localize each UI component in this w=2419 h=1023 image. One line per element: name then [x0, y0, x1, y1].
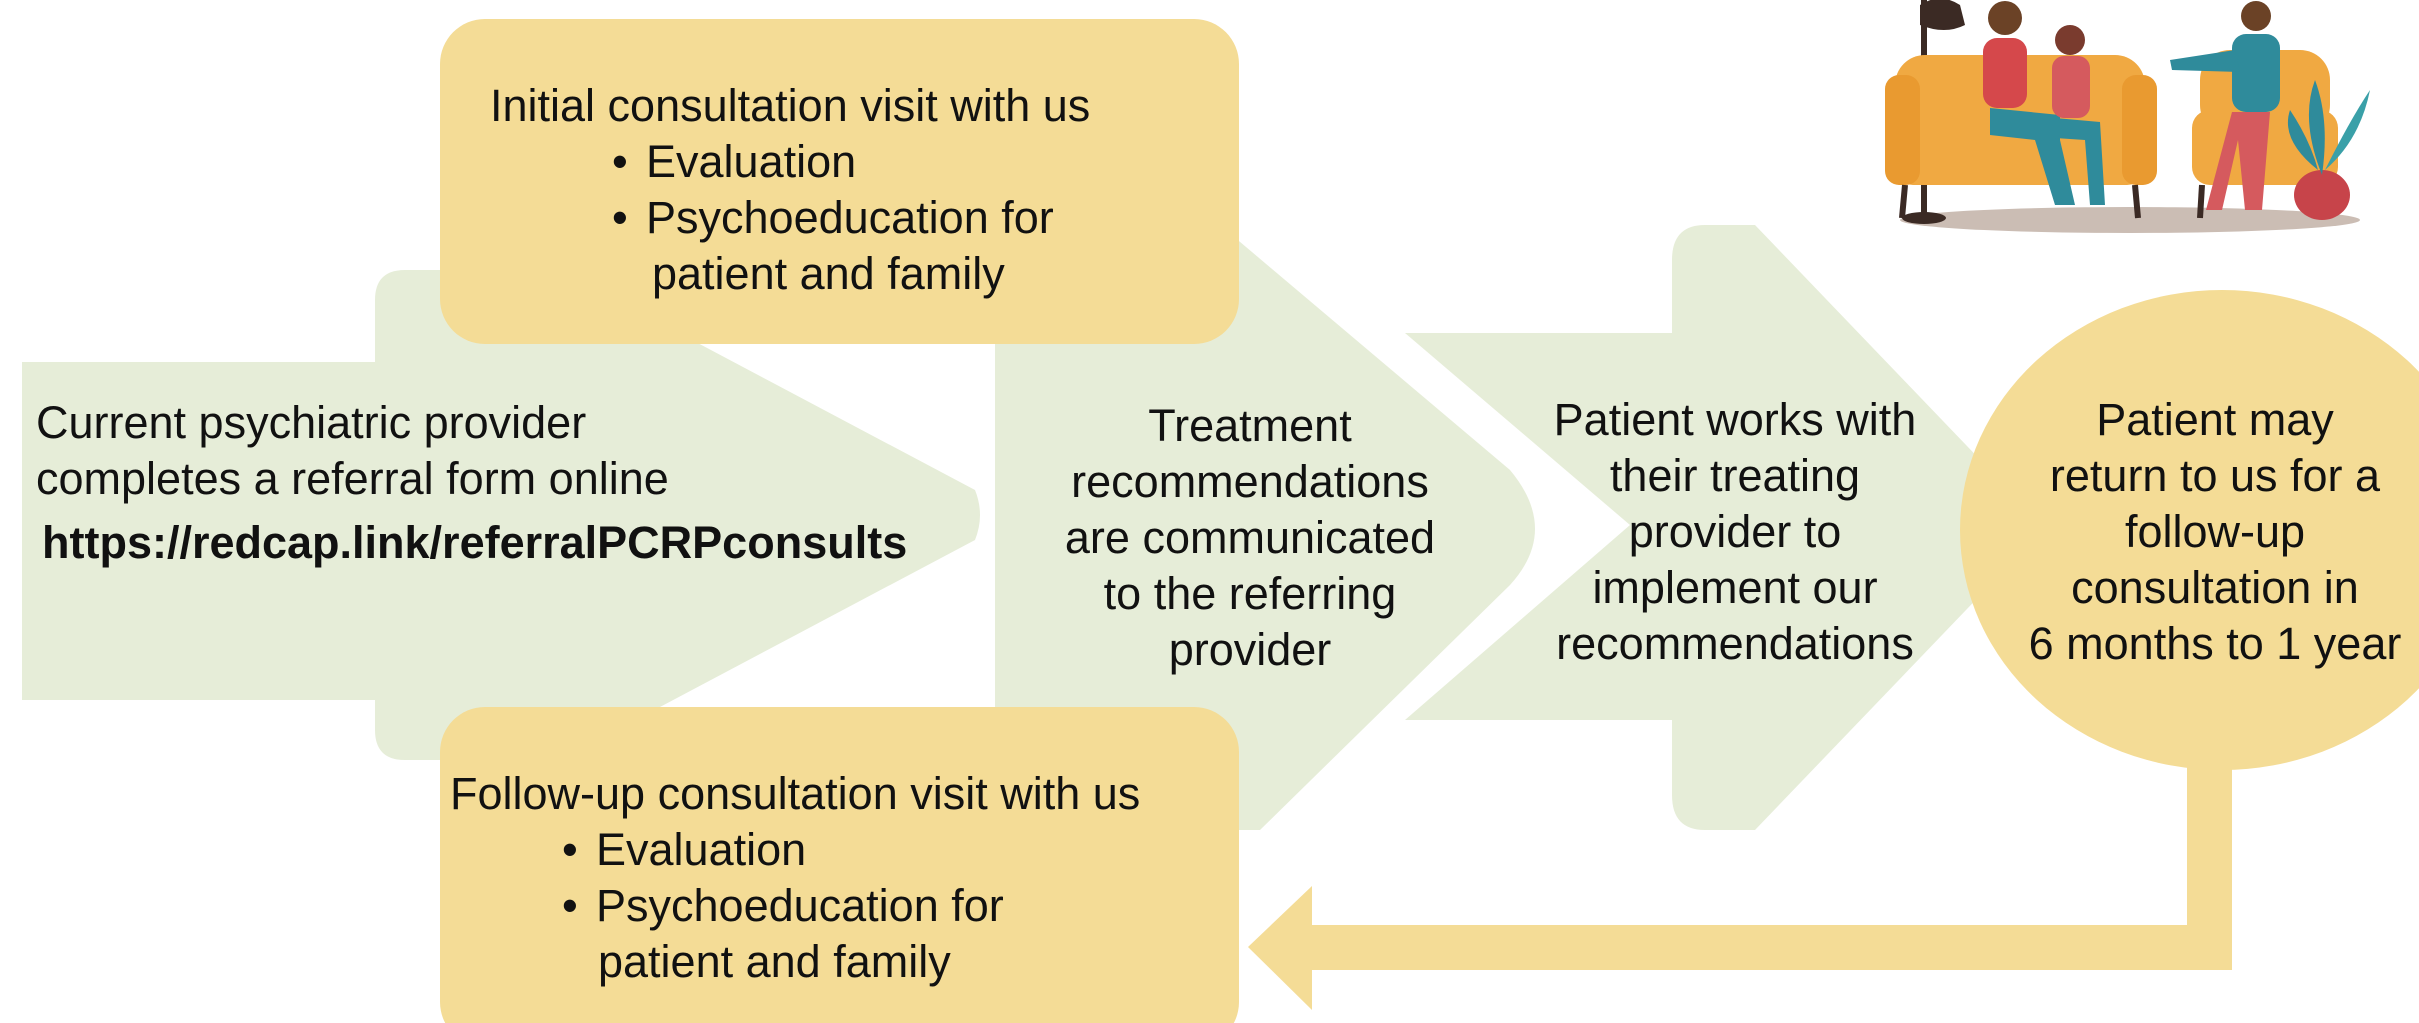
- followup-visit-continuation: patient and family: [598, 936, 951, 987]
- recommendations-line: Treatment: [1148, 400, 1352, 451]
- return-circle: [1960, 290, 2419, 770]
- return-arrow-head: [1248, 886, 1312, 1010]
- implementation-line: recommendations: [1556, 618, 1914, 669]
- implementation-line: provider to: [1628, 506, 1842, 557]
- initial-visit-bullet: Evaluation: [612, 134, 1090, 190]
- referral-line-2: completes a referral form online: [36, 453, 669, 504]
- return-line: 6 months to 1 year: [2028, 618, 2402, 669]
- recommendations-line: to the referring: [1103, 568, 1397, 619]
- implementation-line: their treating: [1609, 450, 1861, 501]
- recommendations-line: recommendations: [1071, 456, 1429, 507]
- recommendations-line: are communicated: [1064, 512, 1436, 563]
- referral-link[interactable]: https://redcap.link/referralPCRPconsults: [42, 517, 908, 568]
- implementation-arrow-shape: [1405, 225, 2005, 830]
- referral-arrow-shape: [22, 270, 980, 760]
- referral-line-1: Current psychiatric provider: [36, 397, 587, 448]
- followup-visit-bullet: Evaluation: [562, 822, 1140, 878]
- referral-text: Current psychiatric provider completes a…: [36, 395, 907, 571]
- therapy-session-illustration: [1885, 0, 2370, 233]
- return-arrow-horizontal: [1310, 925, 2232, 970]
- return-text: Patient may return to us for a follow-up…: [1995, 392, 2419, 672]
- initial-visit-continuation: patient and family: [652, 248, 1005, 299]
- implementation-text: Patient works with their treating provid…: [1515, 392, 1955, 672]
- followup-visit-text: Follow-up consultation visit with us Eva…: [450, 766, 1140, 990]
- recommendations-arrow-shape: [995, 225, 1535, 830]
- implementation-line: Patient works with: [1553, 394, 1917, 445]
- followup-visit-title: Follow-up consultation visit with us: [450, 768, 1141, 819]
- recommendations-line: provider: [1168, 624, 1332, 675]
- implementation-line: implement our: [1592, 562, 1878, 613]
- followup-visit-bullet: Psychoeducation for: [562, 878, 1140, 934]
- recommendations-text: Treatment recommendations are communicat…: [1030, 398, 1470, 678]
- initial-visit-bullet: Psychoeducation for: [612, 190, 1090, 246]
- return-line: consultation in: [2071, 562, 2359, 613]
- initial-visit-text: Initial consultation visit with us Evalu…: [490, 78, 1090, 302]
- return-line: follow-up: [2124, 506, 2306, 557]
- return-line: Patient may: [2096, 394, 2334, 445]
- return-line: return to us for a: [2049, 450, 2381, 501]
- initial-visit-title: Initial consultation visit with us: [490, 80, 1091, 131]
- followup-visit-bullets: Evaluation Psychoeducation for: [562, 822, 1140, 934]
- initial-visit-bullets: Evaluation Psychoeducation for: [612, 134, 1090, 246]
